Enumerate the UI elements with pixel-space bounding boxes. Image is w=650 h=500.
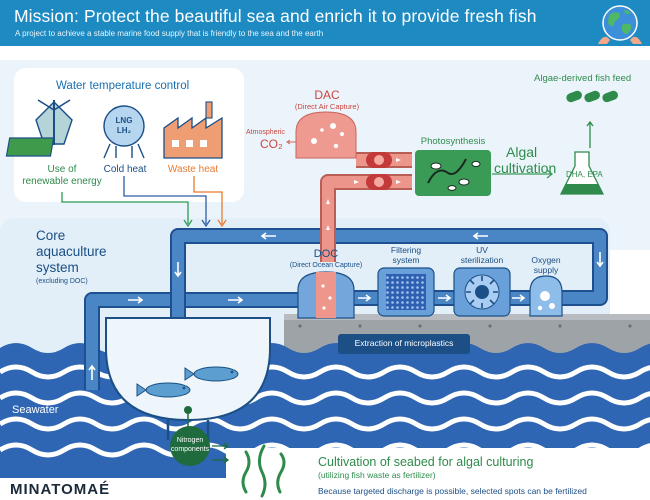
doc-title: DOC: [313, 248, 339, 260]
water-temp-heading: Water temperature control: [56, 80, 190, 92]
co2-label: CO₂: [260, 137, 283, 151]
algal-flow-arrow: [492, 169, 554, 179]
nitrogen-to-seabed-arrows: [212, 442, 230, 464]
seabed-footnote: Because targeted discharge is possible, …: [318, 486, 587, 496]
dac-title: DAC: [314, 88, 340, 102]
feed-arrow: [586, 120, 594, 148]
globe-icon: [598, 5, 642, 44]
seawater-label: Seawater: [12, 404, 59, 416]
brand-panel: [0, 478, 226, 500]
brand-logo: MINATOMAÉ: [10, 481, 111, 498]
photosynthesis-label: Photosynthesis: [420, 136, 486, 147]
algal-cultivation-line1: Algal: [506, 144, 538, 160]
renewable-label-2: renewable energy: [22, 176, 102, 187]
page-title: Mission: Protect the beautiful sea and e…: [14, 6, 537, 26]
uv-label-2: sterilization: [460, 255, 504, 265]
fish-feed-label: Algae-derived fish feed: [534, 73, 632, 84]
fish-icon: [136, 366, 239, 398]
page-subtitle: A project to achieve a stable marine foo…: [15, 29, 324, 38]
dac-unit: [295, 111, 357, 159]
nitrogen-circle: [170, 426, 210, 466]
co2-intake-arrow: [286, 139, 296, 145]
oxygen-label-1: Oxygen: [531, 255, 561, 265]
dha-epa-label: DHA, EPA: [566, 170, 603, 179]
doc-subtitle: (Direct Ocean Capture): [289, 262, 363, 269]
seaweed-icon: [241, 444, 286, 498]
temperature-feed-arrows: [61, 176, 227, 228]
algal-cultivation-line2: cultivation: [494, 160, 557, 176]
uv-unit: [453, 267, 511, 317]
factory-icon: [163, 101, 223, 159]
atmospheric-label: Atmospheric: [246, 129, 285, 136]
dac-subtitle: (Direct Air Capture): [294, 102, 360, 111]
waste-heat-label: Waste heat: [167, 164, 219, 175]
filtering-label-2: system: [392, 255, 420, 265]
co2-pipe: [320, 152, 412, 262]
oxygen-label-2: supply: [533, 265, 559, 275]
flask-icon: [559, 151, 605, 195]
header-bar: Mission: Protect the beautiful sea and e…: [0, 0, 650, 46]
lh2-label: LH₂: [116, 126, 132, 135]
core-note: (excluding DOC): [36, 278, 88, 285]
core-title-1: Core: [36, 228, 66, 243]
fish-tank: [105, 317, 271, 440]
filtering-unit: [377, 267, 435, 317]
feed-capsules-icon: [566, 90, 618, 103]
renewable-energy-icon: [5, 99, 73, 157]
doc-unit: [297, 271, 355, 319]
seabed-panel: [226, 448, 650, 500]
microplastics-label: Extraction of microplastics: [354, 338, 454, 348]
nitrogen-label-2: components: [170, 446, 210, 453]
microplastics-bar: [338, 334, 470, 354]
renewable-label-1: Use of: [47, 164, 77, 175]
uv-label-1: UV: [476, 245, 488, 255]
photosynthesis-box: [415, 150, 491, 196]
seabed-note: (utilizing fish waste as fertilizer): [318, 470, 436, 480]
core-title-2: aquaculture: [36, 244, 107, 259]
oxygen-unit: [529, 275, 563, 317]
seabed-title: Cultivation of seabed for algal culturin…: [318, 455, 534, 469]
lng-label: LNG: [115, 116, 133, 125]
cold-heat-label: Cold heat: [103, 164, 147, 175]
lng-tank-icon: [103, 105, 145, 159]
core-title-3: system: [36, 260, 79, 275]
filtering-label-1: Filtering: [390, 245, 422, 255]
nitrogen-label-1: Nitrogen: [176, 437, 204, 444]
